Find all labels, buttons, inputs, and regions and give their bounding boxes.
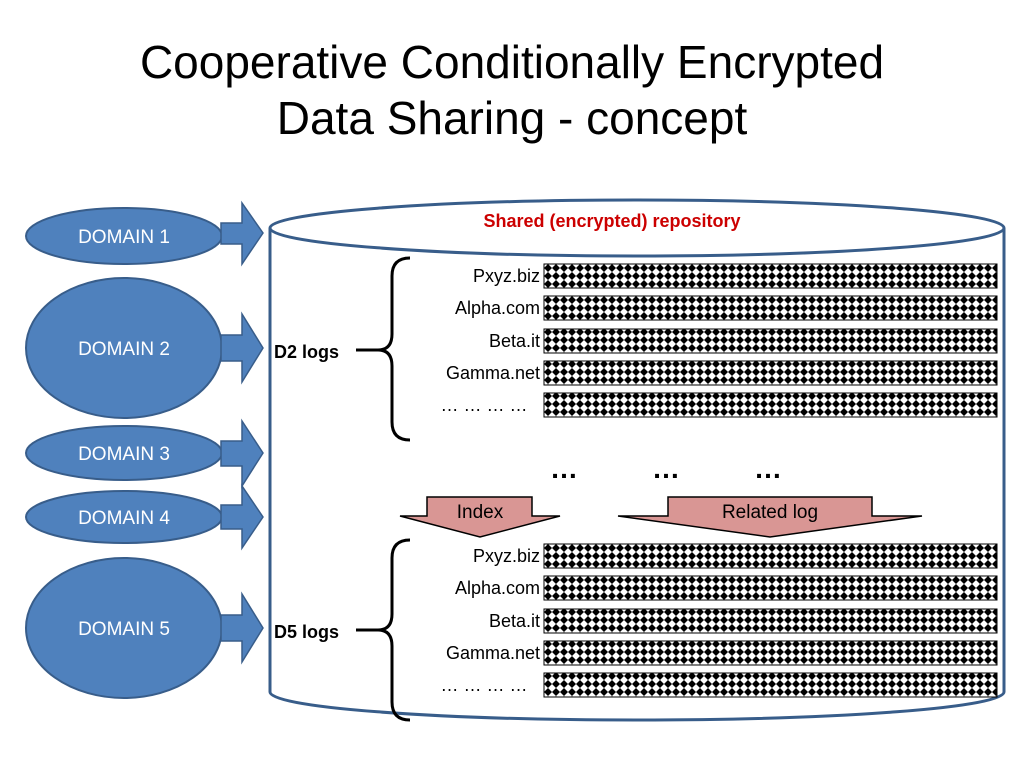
d2-entry-2: Alpha.com (455, 298, 540, 318)
d5-encrypted-record-1 (543, 543, 998, 569)
index-pointer: Index (399, 496, 561, 538)
domain-3-label: DOMAIN 3 (78, 444, 170, 465)
d2-encrypted-record-5 (543, 392, 998, 418)
d5-entry-3: Beta.it (489, 611, 540, 631)
domain-1-arrow (220, 200, 264, 267)
d5-entry-4: Gamma.net (446, 643, 540, 663)
d5-entry-2: Alpha.com (455, 578, 540, 598)
domain-2-arrow (220, 311, 264, 385)
domain-5-arrow (220, 591, 264, 665)
related-log-label: Related log (722, 502, 818, 523)
domain-3[interactable]: DOMAIN 3 (25, 425, 223, 481)
index-label: Index (457, 502, 504, 523)
d2-encrypted-record-4 (543, 360, 998, 386)
domain-4-arrow (220, 483, 264, 551)
d5-encrypted-record-4 (543, 640, 998, 666)
domain-4[interactable]: DOMAIN 4 (25, 490, 223, 544)
related-log-arrow-shape (617, 496, 923, 538)
domain-5-label: DOMAIN 5 (78, 619, 170, 640)
d5-encrypted-record-5 (543, 672, 998, 698)
d5-logs-brace (356, 538, 411, 722)
d5-logs-label: D5 logs (274, 622, 339, 642)
index-arrow-shape (399, 496, 561, 538)
d2-entry-3: Beta.it (489, 331, 540, 351)
d5-encrypted-record-3 (543, 608, 998, 634)
repository-label: Shared (encrypted) repository (483, 211, 740, 231)
d2-entry-4: Gamma.net (446, 363, 540, 383)
d2-encrypted-record-3 (543, 328, 998, 354)
d2-encrypted-record-1 (543, 263, 998, 289)
domain-2[interactable]: DOMAIN 2 (25, 277, 223, 419)
d2-logs-label: D2 logs (274, 342, 339, 362)
d5-entry-5: … … … … (440, 675, 527, 695)
domain-1[interactable]: DOMAIN 1 (25, 207, 223, 265)
d2-entry-1: Pxyz.biz (473, 266, 540, 286)
d5-entry-1: Pxyz.biz (473, 546, 540, 566)
d2-encrypted-record-2 (543, 295, 998, 321)
domain-5[interactable]: DOMAIN 5 (25, 557, 223, 699)
slide-title: Cooperative Conditionally Encrypted Data… (0, 34, 1024, 146)
title-line-2: Data Sharing - concept (276, 92, 748, 144)
d2-entry-5: … … … … (440, 395, 527, 415)
domain-1-label: DOMAIN 1 (78, 227, 170, 248)
ellipsis-2: … (652, 453, 680, 484)
cylinder-top (268, 198, 1006, 258)
d2-logs-brace (356, 256, 411, 442)
domain-4-label: DOMAIN 4 (78, 508, 170, 529)
domain-3-arrow (220, 418, 264, 489)
related-log-pointer: Related log (617, 496, 923, 538)
title-line-1: Cooperative Conditionally Encrypted (139, 36, 885, 88)
d5-encrypted-record-2 (543, 575, 998, 601)
ellipsis-3: … (754, 453, 782, 484)
domain-2-label: DOMAIN 2 (78, 339, 170, 360)
ellipsis-1: … (550, 453, 578, 484)
